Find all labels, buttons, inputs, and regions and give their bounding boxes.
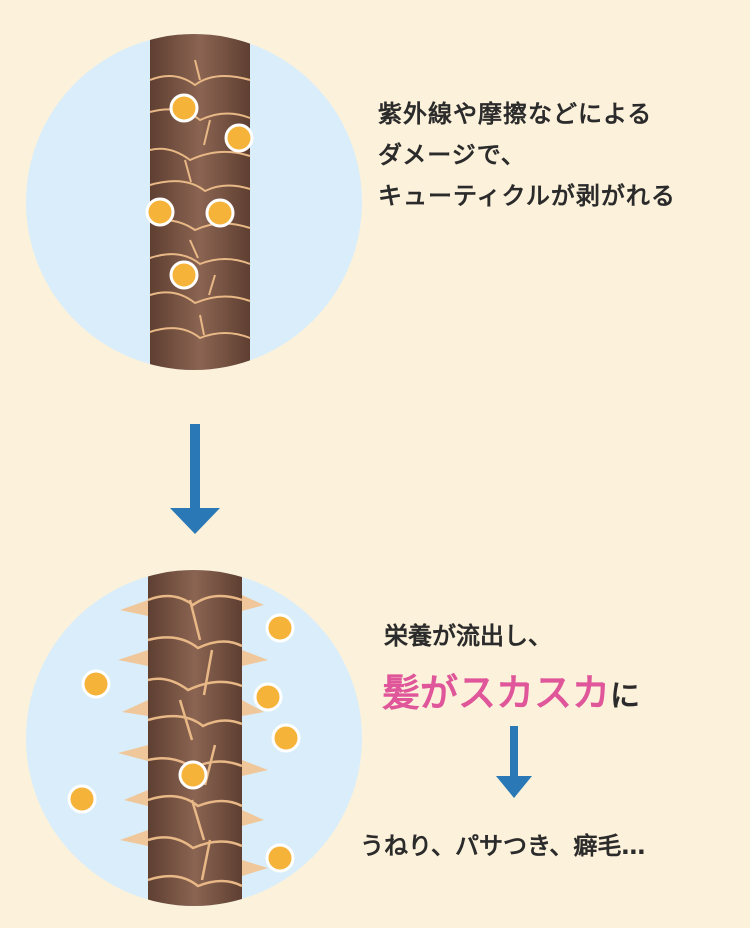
small-down-arrow-icon — [496, 726, 532, 798]
nutrient-dot-icon — [265, 613, 295, 643]
nutrient-dot-icon — [169, 260, 199, 290]
nutrient-dot-icon — [253, 682, 283, 712]
highlight-suffix: に — [610, 679, 641, 714]
nutrient-dot-icon — [169, 93, 199, 123]
top-caption-line: ダメージで、 — [378, 141, 526, 169]
nutrient-dot-icon — [81, 669, 111, 699]
result-text: うねり、パサつき、癖毛… — [360, 832, 646, 860]
top-caption: 紫外線や摩擦などによる ダメージで、 キューティクルが剥がれる — [378, 94, 676, 217]
top-caption-line: キューティクルが剥がれる — [378, 182, 676, 210]
nutrient-dot-icon — [271, 723, 301, 753]
nutrient-dot-icon — [224, 123, 254, 153]
top-caption-line: 紫外線や摩擦などによる — [378, 100, 653, 128]
bottom-caption-line2: 髪がスカスカに — [382, 662, 640, 717]
nutrient-dot-icon — [178, 760, 208, 790]
bottom-caption-line1: 栄養が流出し、 — [384, 622, 552, 650]
nutrient-dot-icon — [265, 843, 295, 873]
nutrient-dot-icon — [145, 197, 175, 227]
nutrient-dot-icon — [205, 198, 235, 228]
nutrient-dot-icon — [67, 784, 97, 814]
highlight-text: 髪がスカスカ — [382, 671, 611, 715]
down-arrow-icon — [170, 424, 220, 534]
